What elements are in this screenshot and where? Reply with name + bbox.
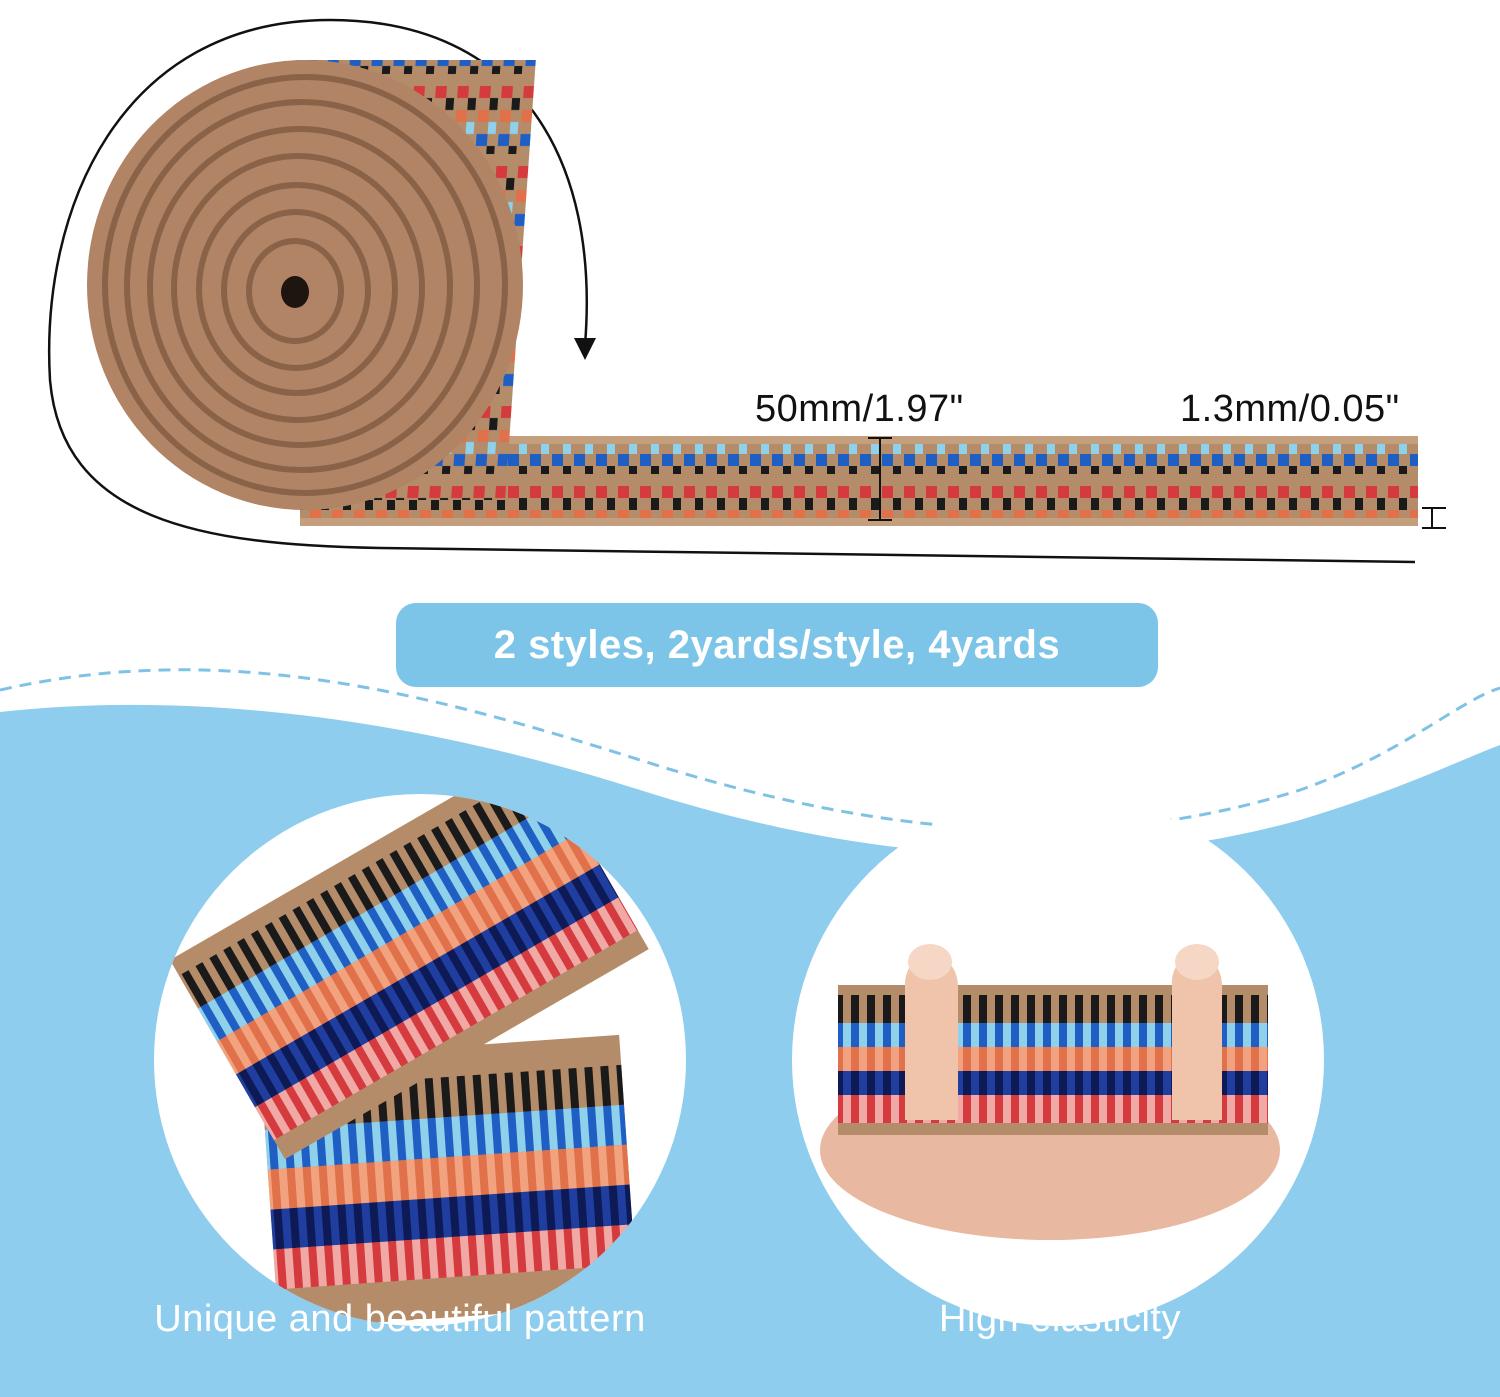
ribbon-roll-illustration [47, 18, 1446, 564]
curved-arrow-icon [47, 18, 1416, 564]
feature-caption-elasticity: High elasticity [939, 1298, 1181, 1340]
thickness-dimension-label: 1.3mm/0.05" [1180, 388, 1400, 430]
rolled-ribbon [87, 60, 536, 510]
width-dimension-label: 50mm/1.97" [755, 388, 964, 430]
feature-circle-pattern [154, 794, 686, 1326]
feature-circle-elasticity [792, 794, 1324, 1326]
dimension-marker-icon [868, 437, 1446, 529]
feature-caption-pattern: Unique and beautiful pattern [154, 1298, 646, 1340]
dashed-wave-line [0, 668, 1500, 832]
quantity-badge: 2 styles, 2yards/style, 4yards [396, 603, 1158, 687]
